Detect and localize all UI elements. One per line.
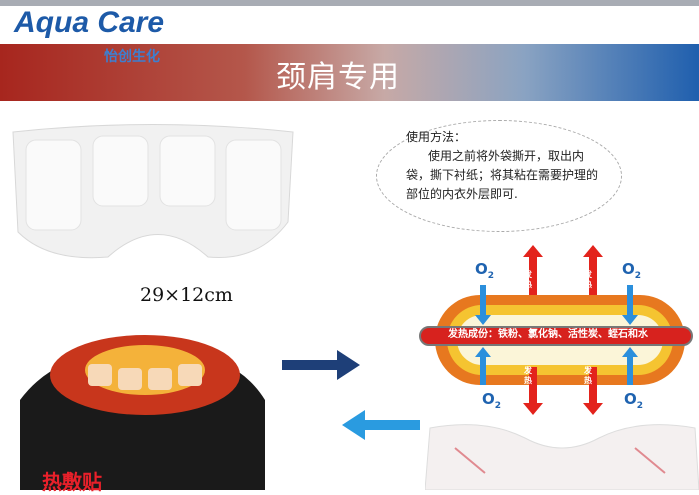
oxygen-subscript: 2 [494, 401, 502, 411]
oxygen-subscript: 2 [487, 271, 495, 281]
shoulder-heat-image [20, 320, 265, 490]
oxygen-symbol: O [622, 260, 635, 278]
oxygen-symbol: O [475, 260, 488, 278]
arrow-right-icon [282, 350, 360, 380]
heat-label: 发热 [524, 366, 532, 385]
oxygen-subscript: 2 [634, 271, 642, 281]
heat-label: 发热 [584, 270, 592, 289]
ingredients-label: 发热成份：铁粉、氯化钠、活性炭、蛭石和水 [448, 329, 648, 340]
product-size: 29×12cm [140, 284, 233, 306]
oxygen-symbol: O [482, 390, 495, 408]
hot-pack-label: 热敷贴 [42, 470, 102, 494]
title-banner [0, 44, 699, 101]
top-bar [0, 0, 699, 6]
banner-title: 颈肩专用 [276, 60, 400, 95]
applied-pad-image [425, 424, 699, 490]
usage-text: 使用方法： 使用之前将外袋撕开，取出内袋，撕下衬纸；将其粘在需要护理的部位的内衣… [406, 128, 606, 204]
usage-instructions: 使用之前将外袋撕开，取出内袋，撕下衬纸；将其粘在需要护理的部位的内衣外层即可. [406, 149, 599, 201]
oxygen-label: O2 [482, 390, 501, 411]
oxygen-label: O2 [622, 260, 641, 281]
brand-subname: 怡创生化 [104, 49, 160, 65]
oxygen-symbol: O [624, 390, 637, 408]
usage-bubble [376, 120, 622, 232]
heat-label: 发热 [584, 366, 592, 385]
brand-logo: Aqua Care [14, 6, 165, 39]
usage-title: 使用方法： [406, 130, 467, 144]
oxygen-label: O2 [475, 260, 494, 281]
neck-pad-image [12, 124, 294, 259]
oxygen-subscript: 2 [636, 401, 644, 411]
oxygen-label: O2 [624, 390, 643, 411]
heating-diagram [419, 245, 693, 415]
arrow-left-icon [342, 410, 420, 440]
heat-label: 发热 [524, 270, 532, 289]
